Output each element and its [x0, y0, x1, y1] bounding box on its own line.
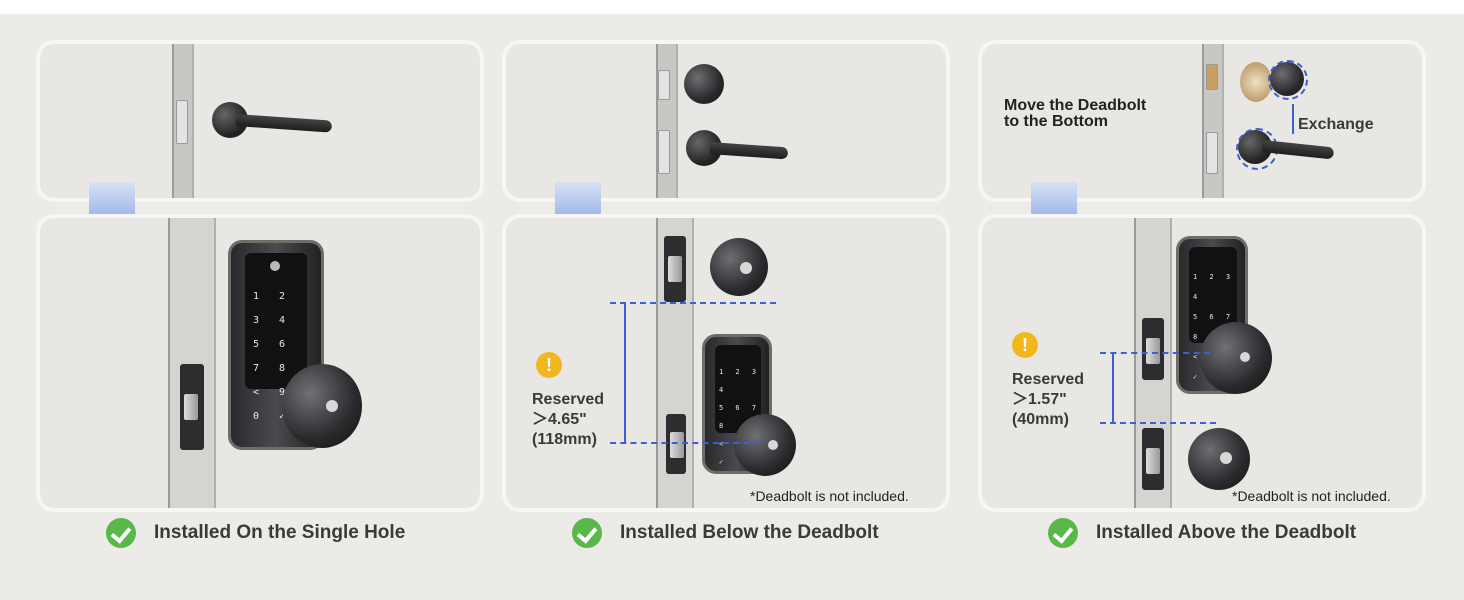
reserved-value: ＞4.65" [532, 411, 587, 428]
deadbolt-note: *Deadbolt is not included. [750, 488, 909, 504]
reserved-label: Reserved ＞1.57" (40mm) [1012, 370, 1084, 430]
keypad-digits: 1 2 3 4 5 6 7 8 < 9 0 ✓ [253, 285, 307, 429]
keyhole-icon [326, 400, 338, 412]
bore-opening [1240, 62, 1272, 102]
reserved-title: Reserved [1012, 371, 1085, 388]
check-icon [572, 518, 602, 548]
reserved-metric: (40mm) [1012, 411, 1069, 428]
latch-plate [666, 414, 686, 474]
key-row-1: 1 2 3 4 [253, 291, 293, 326]
caption: Installed On the Single Hole [106, 516, 405, 550]
caption-text: Installed On the Single Hole [154, 522, 406, 543]
deadbolt-highlight [1268, 60, 1308, 100]
check-icon [106, 518, 136, 548]
measure-line-bottom [610, 442, 760, 444]
keypad: 1 2 3 4 5 6 7 8 < 9 0 ✓ [245, 253, 307, 422]
deadbolt-plate [664, 236, 686, 302]
deadbolt [1188, 428, 1250, 490]
key-row-2: 5 6 7 8 [719, 404, 761, 430]
knob [1200, 322, 1272, 394]
latch-plate [658, 130, 670, 174]
measure-vertical [624, 302, 626, 442]
deadbolt-plate [1142, 428, 1164, 490]
before-panel [502, 40, 950, 202]
fingerprint-icon [270, 261, 280, 271]
latch-plate [1142, 318, 1164, 380]
latch-plate [176, 100, 188, 144]
caption: Installed Below the Deadbolt [572, 516, 879, 550]
keyhole-icon [1240, 352, 1250, 362]
measure-line-top [1100, 352, 1210, 354]
before-panel [36, 40, 484, 202]
door-edge [168, 218, 216, 508]
bore-hole [1206, 64, 1218, 90]
option-above-deadbolt: Move the Deadbolt to the Bottom Exchange… [978, 0, 1438, 600]
key-row-1: 1 2 3 4 [719, 368, 761, 394]
warning-icon: ! [1012, 332, 1038, 358]
reserved-label: Reserved ＞4.65" (118mm) [532, 390, 604, 450]
reserved-metric: (118mm) [532, 431, 597, 448]
keyhole-icon [1220, 452, 1232, 464]
caption-text: Installed Above the Deadbolt [1096, 522, 1357, 543]
caption: Installed Above the Deadbolt [1048, 516, 1356, 550]
measure-line-top [610, 302, 776, 304]
key-row-2: 5 6 7 8 [1193, 313, 1235, 341]
measure-line-bottom [1100, 422, 1216, 424]
keyhole-icon [768, 440, 778, 450]
knob [734, 414, 796, 476]
caption-text: Installed Below the Deadbolt [620, 522, 879, 543]
key-row-3: < 9 0 ✓ [253, 387, 293, 422]
latch-plate [1206, 132, 1218, 174]
warning-icon: ! [536, 352, 562, 378]
move-instruction: Move the Deadbolt to the Bottom [1004, 98, 1146, 130]
key-row-2: 5 6 7 8 [253, 339, 293, 374]
before-panel: Move the Deadbolt to the Bottom Exchange [978, 40, 1426, 202]
option-single-hole: 1 2 3 4 5 6 7 8 < 9 0 ✓ Installed On the… [36, 0, 496, 600]
move-line-1: Move the Deadbolt [1004, 97, 1147, 114]
knob [282, 364, 362, 448]
keypad: 1 2 3 4 5 6 7 8 < 9 0 ✓ [1189, 247, 1237, 381]
door-edge [656, 44, 678, 198]
keypad: 1 2 3 4 5 6 7 8 < 9 0 ✓ [715, 345, 761, 466]
deadbolt [684, 64, 724, 104]
deadbolt-note: *Deadbolt is not included. [1232, 488, 1391, 504]
after-panel: 1 2 3 4 5 6 7 8 < 9 0 ✓ ! Reserved ＞4.65… [502, 214, 950, 512]
exchange-label: Exchange [1298, 116, 1374, 133]
lever-handle [709, 142, 789, 160]
check-icon [1048, 518, 1078, 548]
deadbolt-plate [658, 70, 670, 100]
keyhole-icon [740, 262, 752, 274]
exchange-arrow-icon [1292, 104, 1294, 134]
smart-lock-body: 1 2 3 4 5 6 7 8 < 9 0 ✓ [228, 240, 324, 450]
key-row-1: 1 2 3 4 [1193, 273, 1235, 301]
option-below-deadbolt: 1 2 3 4 5 6 7 8 < 9 0 ✓ ! Reserved ＞4.65… [502, 0, 962, 600]
move-line-2: to the Bottom [1004, 113, 1108, 130]
deadbolt [710, 238, 768, 296]
latch-plate [180, 364, 204, 450]
reserved-title: Reserved [532, 391, 605, 408]
after-panel: 1 2 3 4 5 6 7 8 < 9 0 ✓ ! Reserved ＞1.57… [978, 214, 1426, 512]
after-panel: 1 2 3 4 5 6 7 8 < 9 0 ✓ [36, 214, 484, 512]
measure-vertical [1112, 352, 1114, 422]
top-band [0, 0, 1464, 14]
reserved-value: ＞1.57" [1012, 391, 1067, 408]
lever-handle [235, 114, 333, 133]
